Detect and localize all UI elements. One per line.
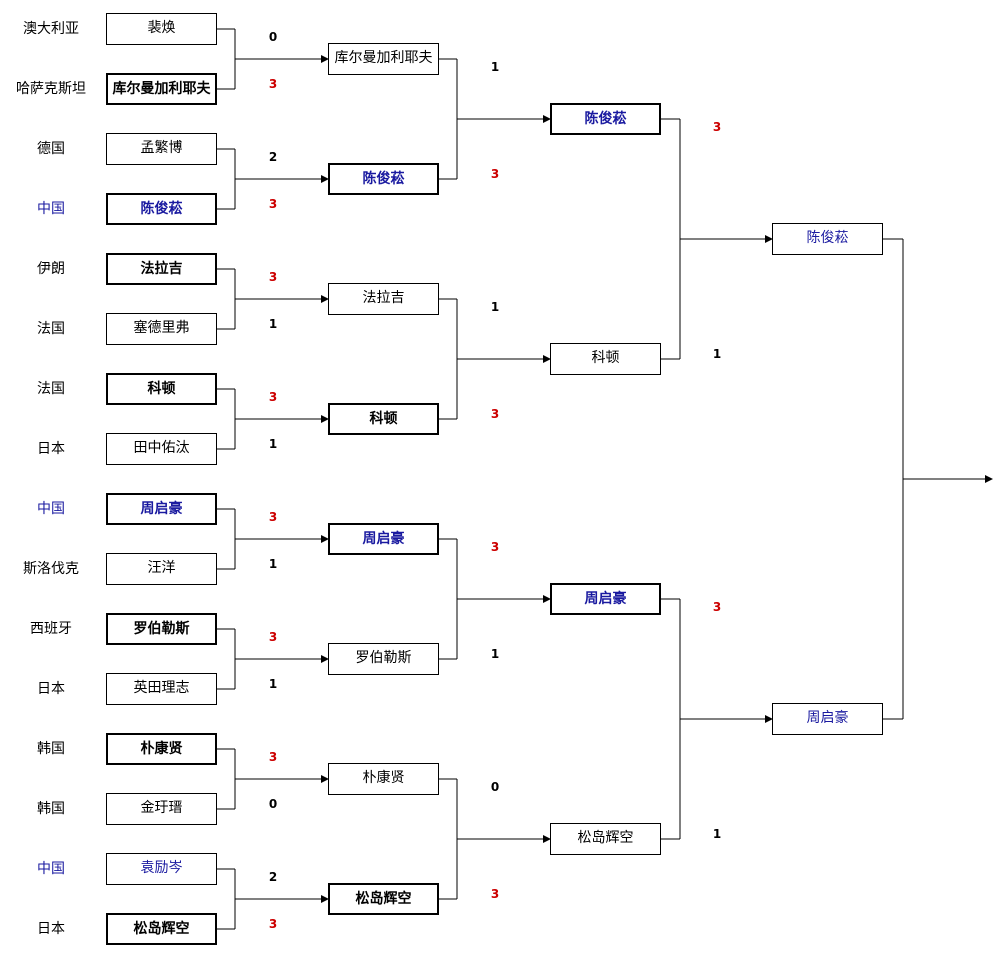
match-score-bottom: 0 bbox=[268, 797, 278, 811]
player-box-r1-3: 孟繁博 bbox=[106, 133, 217, 165]
country-label: 德国 bbox=[37, 141, 65, 157]
match-score-bottom: 1 bbox=[268, 437, 278, 451]
country-label: 韩国 bbox=[37, 741, 65, 757]
match-score-bottom: 3 bbox=[268, 917, 278, 931]
country-label: 韩国 bbox=[37, 801, 65, 817]
player-box-r1-7: 科顿 bbox=[106, 373, 217, 405]
match-score-top: 2 bbox=[268, 870, 278, 884]
player-box-r1-1: 裴焕 bbox=[106, 13, 217, 45]
player-box-r3-1: 陈俊菘 bbox=[550, 103, 661, 135]
match-score-top: 3 bbox=[268, 750, 278, 764]
player-box-r2-6: 罗伯勒斯 bbox=[328, 643, 439, 675]
match-score-bottom: 1 bbox=[712, 347, 722, 361]
match-score-top: 3 bbox=[490, 540, 500, 554]
country-label: 中国 bbox=[37, 201, 65, 217]
match-score-bottom: 3 bbox=[490, 407, 500, 421]
country-label: 哈萨克斯坦 bbox=[16, 81, 86, 97]
player-box-r1-2: 库尔曼加利耶夫 bbox=[106, 73, 217, 105]
match-score-bottom: 3 bbox=[268, 197, 278, 211]
match-score-bottom: 3 bbox=[490, 887, 500, 901]
player-box-r1-10: 汪洋 bbox=[106, 553, 217, 585]
match-score-top: 1 bbox=[490, 300, 500, 314]
player-box-r3-3: 周启豪 bbox=[550, 583, 661, 615]
player-box-r2-7: 朴康贤 bbox=[328, 763, 439, 795]
country-label: 日本 bbox=[37, 921, 65, 937]
player-box-r1-16: 松岛辉空 bbox=[106, 913, 217, 945]
match-score-bottom: 1 bbox=[490, 647, 500, 661]
country-label: 日本 bbox=[37, 441, 65, 457]
player-box-r2-1: 库尔曼加利耶夫 bbox=[328, 43, 439, 75]
player-box-r1-8: 田中佑汰 bbox=[106, 433, 217, 465]
match-score-top: 1 bbox=[490, 60, 500, 74]
country-label: 法国 bbox=[37, 321, 65, 337]
country-label: 澳大利亚 bbox=[23, 21, 79, 37]
match-score-top: 0 bbox=[268, 30, 278, 44]
player-box-r2-2: 陈俊菘 bbox=[328, 163, 439, 195]
match-score-bottom: 3 bbox=[268, 77, 278, 91]
match-score-bottom: 1 bbox=[268, 317, 278, 331]
match-score-bottom: 1 bbox=[268, 677, 278, 691]
player-box-r4-1: 陈俊菘 bbox=[772, 223, 883, 255]
player-box-r3-2: 科顿 bbox=[550, 343, 661, 375]
match-score-top: 3 bbox=[712, 120, 722, 134]
match-score-bottom: 3 bbox=[490, 167, 500, 181]
match-score-bottom: 1 bbox=[268, 557, 278, 571]
country-label: 西班牙 bbox=[30, 621, 72, 637]
player-box-r1-14: 金玗瑨 bbox=[106, 793, 217, 825]
country-label: 伊朗 bbox=[37, 261, 65, 277]
player-box-r1-5: 法拉吉 bbox=[106, 253, 217, 285]
country-label: 斯洛伐克 bbox=[23, 561, 79, 577]
player-box-r1-9: 周启豪 bbox=[106, 493, 217, 525]
match-score-top: 3 bbox=[712, 600, 722, 614]
match-score-top: 3 bbox=[268, 510, 278, 524]
player-box-r4-2: 周启豪 bbox=[772, 703, 883, 735]
player-box-r1-12: 英田理志 bbox=[106, 673, 217, 705]
player-box-r2-3: 法拉吉 bbox=[328, 283, 439, 315]
match-score-top: 2 bbox=[268, 150, 278, 164]
player-box-r3-4: 松岛辉空 bbox=[550, 823, 661, 855]
player-box-r1-15: 袁励岑 bbox=[106, 853, 217, 885]
country-label: 法国 bbox=[37, 381, 65, 397]
player-box-r2-8: 松岛辉空 bbox=[328, 883, 439, 915]
country-label: 中国 bbox=[37, 861, 65, 877]
country-label: 中国 bbox=[37, 501, 65, 517]
player-box-r1-11: 罗伯勒斯 bbox=[106, 613, 217, 645]
player-box-r1-4: 陈俊菘 bbox=[106, 193, 217, 225]
match-score-top: 3 bbox=[268, 390, 278, 404]
player-box-r1-6: 塞德里弗 bbox=[106, 313, 217, 345]
player-box-r2-5: 周启豪 bbox=[328, 523, 439, 555]
player-box-r1-13: 朴康贤 bbox=[106, 733, 217, 765]
match-score-bottom: 1 bbox=[712, 827, 722, 841]
match-score-top: 0 bbox=[490, 780, 500, 794]
player-box-r2-4: 科顿 bbox=[328, 403, 439, 435]
match-score-top: 3 bbox=[268, 630, 278, 644]
country-label: 日本 bbox=[37, 681, 65, 697]
match-score-top: 3 bbox=[268, 270, 278, 284]
